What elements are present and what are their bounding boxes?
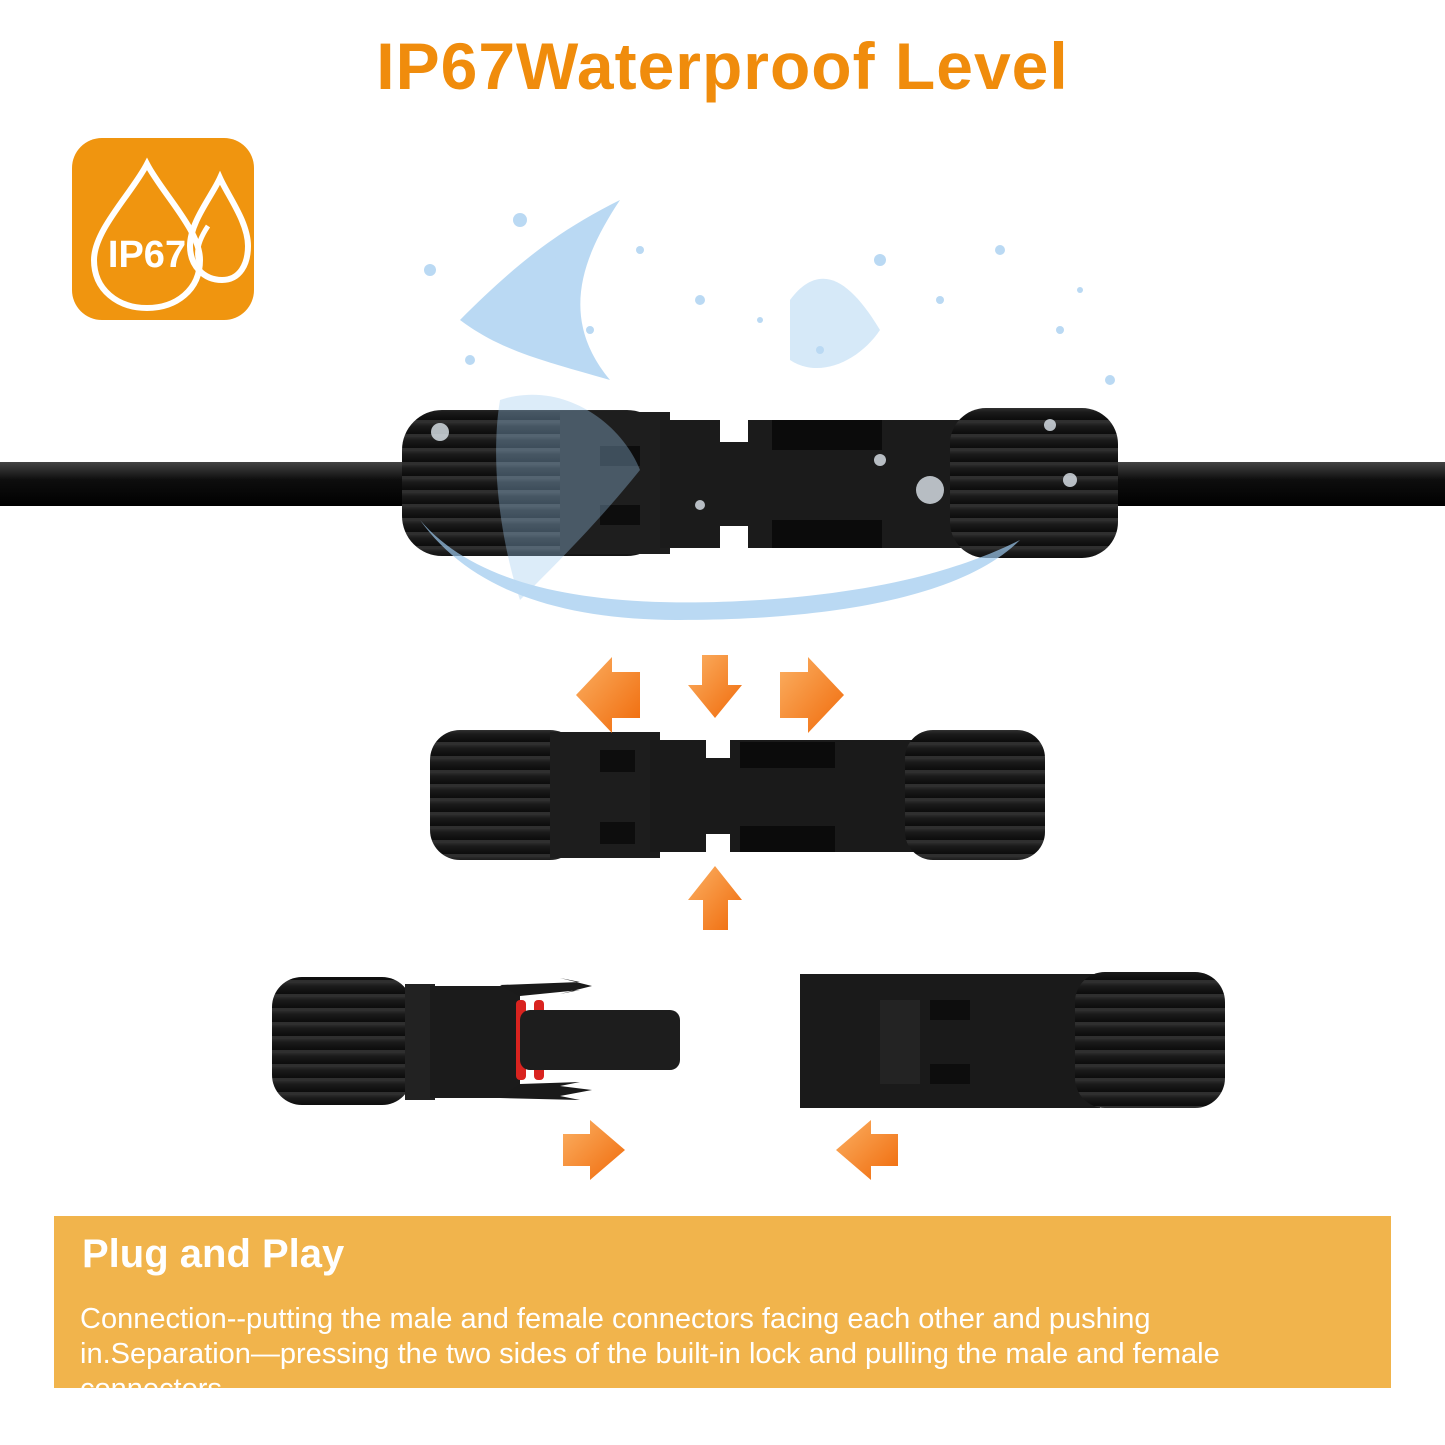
nut-male (272, 977, 412, 1105)
arrow-up-icon (688, 866, 742, 930)
water-drop-icon (90, 157, 252, 312)
water-splash (420, 200, 1115, 620)
nut-female (1075, 972, 1225, 1108)
info-body: Connection--putting the male and female … (80, 1303, 1220, 1405)
female-connector (800, 972, 1225, 1108)
arrow-left-icon (576, 657, 640, 733)
arrow-down-icon (688, 655, 742, 718)
badge-label: IP67 (107, 234, 187, 276)
nut-right (950, 408, 1118, 558)
arrow-right-icon (780, 657, 844, 733)
arrows-bottom (563, 1120, 898, 1180)
mated-connector (430, 730, 1045, 860)
info-title: Plug and Play (82, 1232, 345, 1276)
ip67-badge: IP67 (72, 138, 254, 320)
arrow-left-icon (836, 1120, 898, 1180)
arrow-right-icon (563, 1120, 625, 1180)
nut-left (430, 730, 580, 860)
connected-connector (0, 408, 1445, 558)
page-title: IP67Waterproof Level (376, 29, 1069, 103)
male-pin (520, 1010, 680, 1070)
connector-illustration (0, 200, 1445, 1180)
water-droplets (431, 419, 1077, 510)
info-panel: Plug and Play Connection--putting the ma… (54, 1216, 1391, 1405)
arrows-middle (576, 655, 844, 930)
male-connector (272, 977, 680, 1105)
nut-right (905, 730, 1045, 860)
